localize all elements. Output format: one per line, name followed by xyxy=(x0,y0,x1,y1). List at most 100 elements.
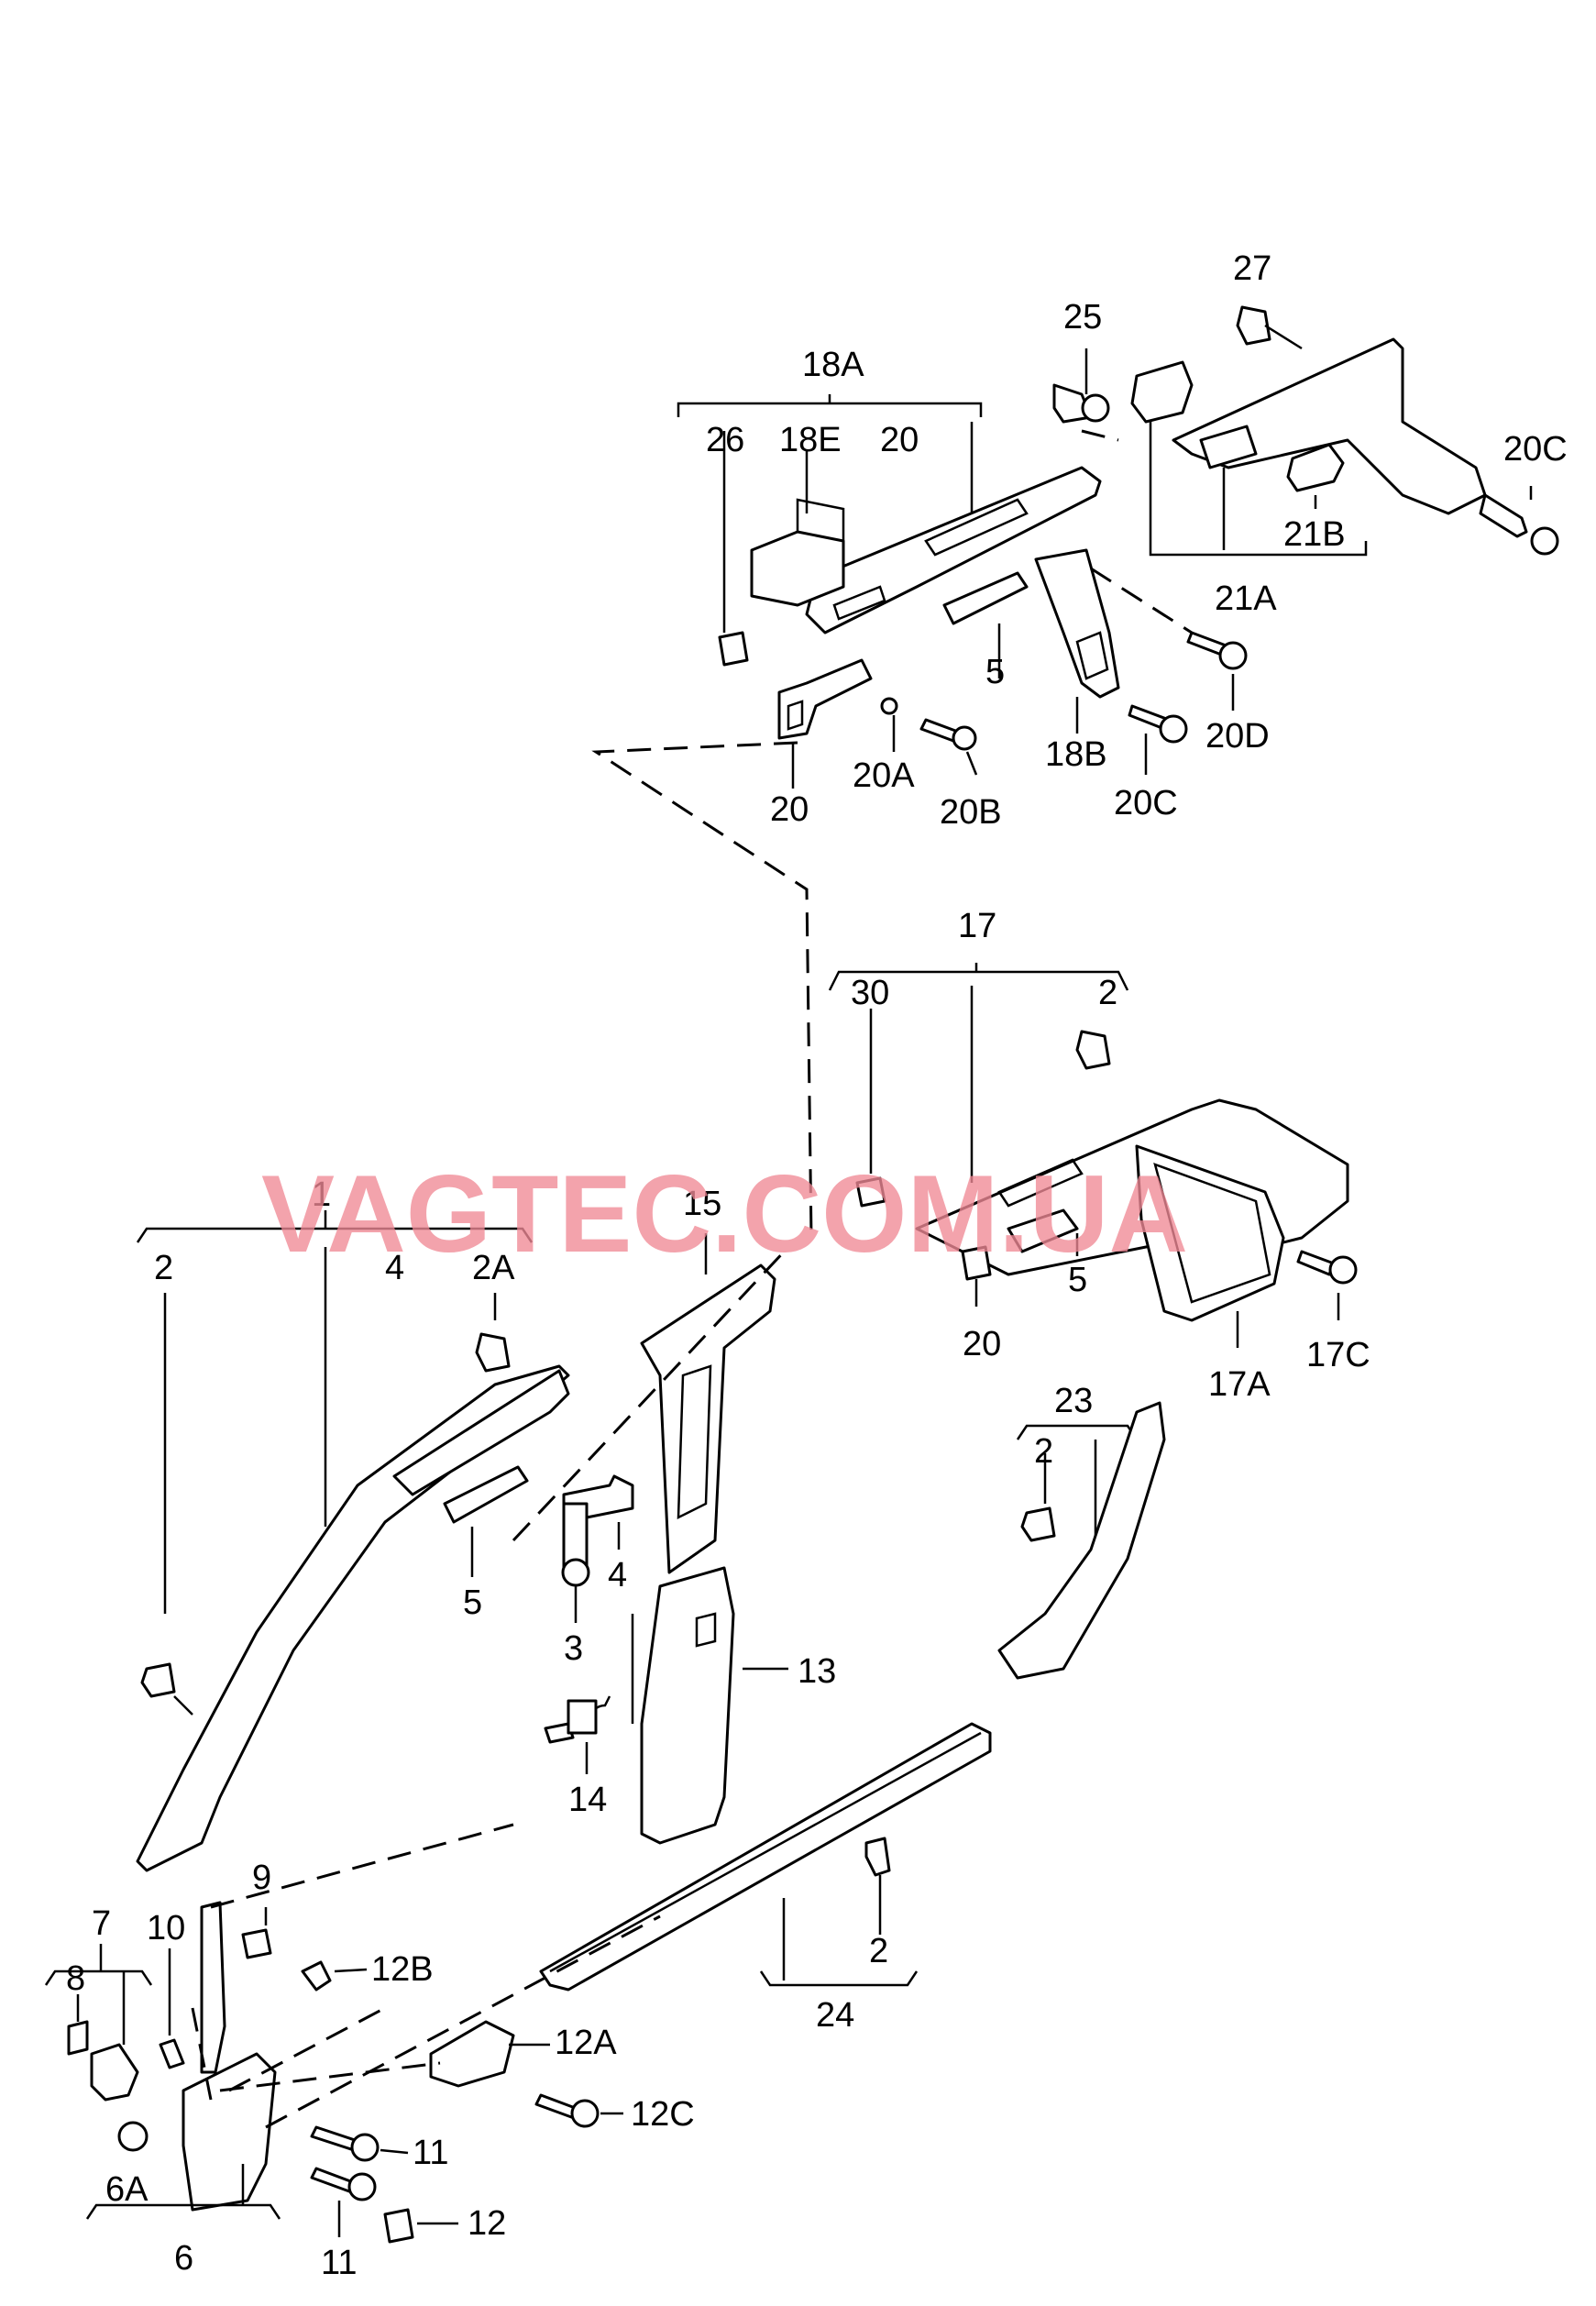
label-14: 14 xyxy=(568,1781,607,1819)
nut-12B xyxy=(301,1960,332,1992)
b-pillar-lower-trim-13 xyxy=(640,1566,735,1845)
label-20D: 20D xyxy=(1205,717,1270,756)
label-12C: 12C xyxy=(631,2095,695,2134)
kick-panel-6 xyxy=(182,2052,277,2212)
a-pillar-assembly-1 xyxy=(136,1210,634,1872)
label-25: 25 xyxy=(1063,298,1102,337)
label-13: 13 xyxy=(798,1652,836,1691)
label-20-top: 20 xyxy=(880,421,919,459)
label-17A: 17A xyxy=(1208,1365,1271,1404)
cap-6A xyxy=(117,2121,149,2152)
group-bracket-17 xyxy=(828,970,1129,991)
label-12A: 12A xyxy=(555,2024,617,2062)
label-15: 15 xyxy=(683,1185,721,1223)
label-10: 10 xyxy=(147,1909,185,1947)
washer-20A xyxy=(880,697,898,715)
label-8: 8 xyxy=(66,1959,85,1998)
dashed-connector-top xyxy=(591,741,813,1239)
clip-8 xyxy=(67,2020,89,2056)
label-20A: 20A xyxy=(853,756,915,795)
group-bracket-6 xyxy=(85,2203,281,2220)
grab-handle-5-mid xyxy=(1007,1208,1079,1253)
screw-17C xyxy=(1296,1250,1336,1276)
label-2-left: 2 xyxy=(154,1249,173,1287)
label-27: 27 xyxy=(1233,249,1271,288)
label-6: 6 xyxy=(174,2239,193,2278)
clip-20-mid xyxy=(961,1245,992,1281)
c-pillar-trim-23 xyxy=(997,1401,1166,1680)
group-bracket-18A xyxy=(677,402,983,417)
label-20C-a: 20C xyxy=(1503,430,1568,469)
screw-11-a xyxy=(310,2125,359,2152)
kick-panel-assembly xyxy=(44,1901,661,2244)
label-4-b: 4 xyxy=(608,1556,627,1594)
switch-14 xyxy=(567,1699,598,1735)
screw-11-b xyxy=(310,2167,355,2193)
part-labels: 18A 26 18E 20 25 27 20C 21B 21A 5 20D 18… xyxy=(66,249,1568,2282)
label-12: 12 xyxy=(468,2204,506,2243)
label-20C-b: 20C xyxy=(1114,784,1178,822)
trim-17A xyxy=(1135,1144,1285,1322)
label-1: 1 xyxy=(312,1175,331,1214)
b-pillar-assembly xyxy=(544,1233,788,1845)
label-21B: 21B xyxy=(1283,515,1346,554)
label-23: 23 xyxy=(1054,1382,1093,1420)
clip-2-left xyxy=(140,1662,176,1698)
dashed-connector-mid xyxy=(512,1245,790,1542)
frame-21A-inner xyxy=(1199,425,1258,469)
clip-2-center xyxy=(1020,1506,1056,1542)
clip-9 xyxy=(241,1928,272,1959)
clip-26 xyxy=(718,631,749,667)
label-2-center: 2 xyxy=(1034,1432,1053,1471)
clip-2-bottom xyxy=(864,1837,891,1877)
label-12B: 12B xyxy=(371,1950,434,1989)
bracket-assembly-18A xyxy=(677,305,1559,789)
seal-strip-10 xyxy=(200,1901,226,2074)
label-18B: 18B xyxy=(1045,735,1107,774)
label-7: 7 xyxy=(92,1904,111,1943)
label-30: 30 xyxy=(851,974,889,1012)
label-11-b: 11 xyxy=(321,2244,357,2282)
label-21A: 21A xyxy=(1215,579,1277,618)
clip-27 xyxy=(1236,305,1271,346)
label-11-a: 11 xyxy=(413,2134,448,2172)
label-17C: 17C xyxy=(1306,1336,1370,1374)
sill-trim-24 xyxy=(539,1722,992,1992)
pillar-trim-18B xyxy=(1034,548,1120,699)
screw-20C-top xyxy=(1479,493,1528,538)
clip-2-right xyxy=(1075,1030,1111,1070)
headliner-bracket-plate xyxy=(805,466,1102,634)
label-24: 24 xyxy=(816,1996,854,2035)
label-2-right: 2 xyxy=(1098,974,1117,1012)
trim-assembly-17 xyxy=(828,963,1358,1348)
frame-21A xyxy=(1130,360,1194,424)
label-2-bottom: 2 xyxy=(869,1932,888,1970)
label-3: 3 xyxy=(564,1629,583,1668)
sill-trim-24 xyxy=(539,1722,992,1992)
label-26: 26 xyxy=(706,421,744,459)
dashed-connector-low xyxy=(210,1823,514,1909)
label-6A: 6A xyxy=(105,2170,149,2209)
a-pillar-trim-1 xyxy=(136,1364,570,1872)
label-9: 9 xyxy=(252,1859,271,1897)
c-pillar-trim-23 xyxy=(997,1401,1166,1680)
label-20B: 20B xyxy=(940,793,1002,832)
label-5-low: 5 xyxy=(463,1583,482,1622)
clip-12 xyxy=(383,2208,414,2244)
clip-2A xyxy=(475,1332,511,1373)
rear-trim-panel-21A xyxy=(1172,337,1487,515)
label-17: 17 xyxy=(958,907,996,945)
rivet-10 xyxy=(159,2038,185,2069)
label-20-mid: 20 xyxy=(963,1325,1001,1363)
bracket-25 xyxy=(1052,383,1093,424)
label-20-clip: 20 xyxy=(770,790,809,829)
label-5-top: 5 xyxy=(985,653,1005,691)
bracket-7 xyxy=(90,2043,139,2102)
label-4-a: 4 xyxy=(385,1249,404,1287)
watermark-text: VAGTEC.COM.UA xyxy=(261,1153,1188,1275)
label-5-mid: 5 xyxy=(1068,1261,1087,1299)
a-pillar-top-section xyxy=(392,1369,570,1496)
grab-handle-5-low xyxy=(443,1465,529,1524)
screw-25 xyxy=(1081,393,1110,423)
